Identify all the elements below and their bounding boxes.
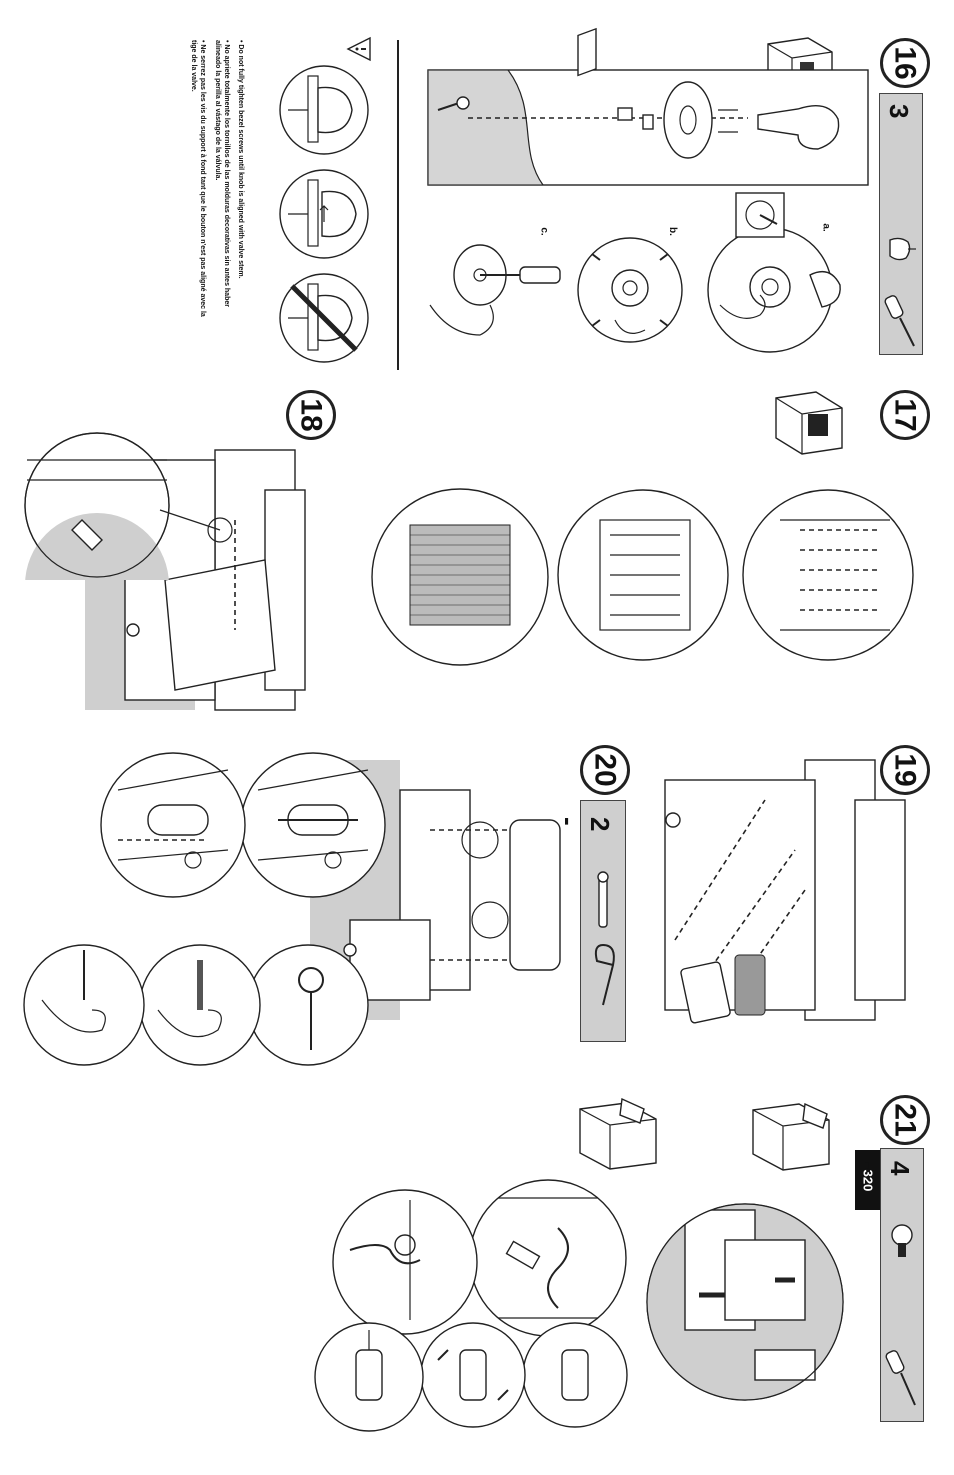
step20-hinge-detail-2	[100, 752, 246, 898]
parts-bar-20: 2 -	[554, 800, 626, 1042]
step21-panel-detail	[646, 1203, 844, 1401]
note-spanish-2: alineado la perilla al vástago de la vál…	[214, 40, 221, 181]
screw-icon	[891, 1224, 913, 1257]
parts-bar-21: 4 -	[854, 1148, 924, 1422]
step16a-inset	[735, 192, 785, 238]
parts-qty-21: 4 -	[854, 1161, 915, 1176]
step16a-circle	[707, 227, 841, 353]
pin-icon	[597, 871, 609, 928]
step16c-hand-screwdriver	[429, 244, 561, 336]
screwdriver-icon	[885, 1350, 916, 1406]
step20-clip-detail-3	[23, 944, 145, 1066]
warning-notes: • Do not fully tighten bezel screws unti…	[168, 40, 248, 370]
hitch-pin-clip-icon	[594, 944, 615, 1006]
page-number-badge: 320	[855, 1150, 881, 1210]
warning-circle-3-prohibited	[279, 273, 369, 363]
step17-rack-circle-2	[557, 489, 729, 661]
warning-circle-1	[279, 65, 369, 155]
step18-leader-line	[159, 509, 233, 543]
substep-label-c: c.	[538, 227, 550, 236]
step16-divider	[397, 40, 399, 370]
step17-rack-circle-1	[742, 489, 914, 661]
parts-bar-16: 3 -	[853, 93, 923, 355]
step21-grill-thumbnail-1	[752, 1102, 830, 1171]
step17-grill-thumbnail	[775, 391, 843, 455]
step21-fitting-detail-3	[314, 1322, 424, 1432]
step20-clip-detail-1	[247, 944, 369, 1066]
note-french-1: • Ne serrez pas les vis du support à fon…	[199, 40, 206, 317]
knob-icon	[889, 237, 916, 261]
step17-rack-circle-3	[371, 488, 549, 666]
step-number-17: 17	[880, 390, 930, 440]
note-english: • Do not fully tighten bezel screws unti…	[237, 40, 244, 279]
step16b-circle	[577, 237, 683, 343]
note-spanish-1: • No apriete totalmente los tornillos de…	[223, 40, 230, 307]
step18-detail-circle	[22, 432, 172, 580]
screwdriver-icon	[884, 295, 915, 347]
step21-fitting-detail-1	[522, 1322, 628, 1428]
step21-grill-thumbnail-2	[579, 1097, 657, 1170]
substep-label-b: b.	[666, 227, 678, 236]
step-number-21: 21	[880, 1095, 930, 1145]
step-number-16: 16	[880, 38, 930, 88]
step21-fitting-detail-2	[420, 1322, 526, 1428]
step21-gas-connection-2	[332, 1189, 478, 1335]
step-number-18: 18	[286, 390, 336, 440]
step-number-19: 19	[880, 745, 930, 795]
warning-triangle-icon	[346, 36, 371, 62]
step16-knob-exploded-view	[427, 27, 869, 186]
substep-label-a: a.	[820, 223, 832, 232]
warning-circle-2	[279, 169, 369, 259]
step19-grill-grease-tray	[664, 759, 906, 1024]
step20-clip-detail-2	[139, 944, 261, 1066]
step20-hinge-detail-1	[240, 752, 386, 898]
step-number-20: 20	[580, 745, 630, 795]
note-french-2: tige de la valve.	[190, 40, 197, 92]
